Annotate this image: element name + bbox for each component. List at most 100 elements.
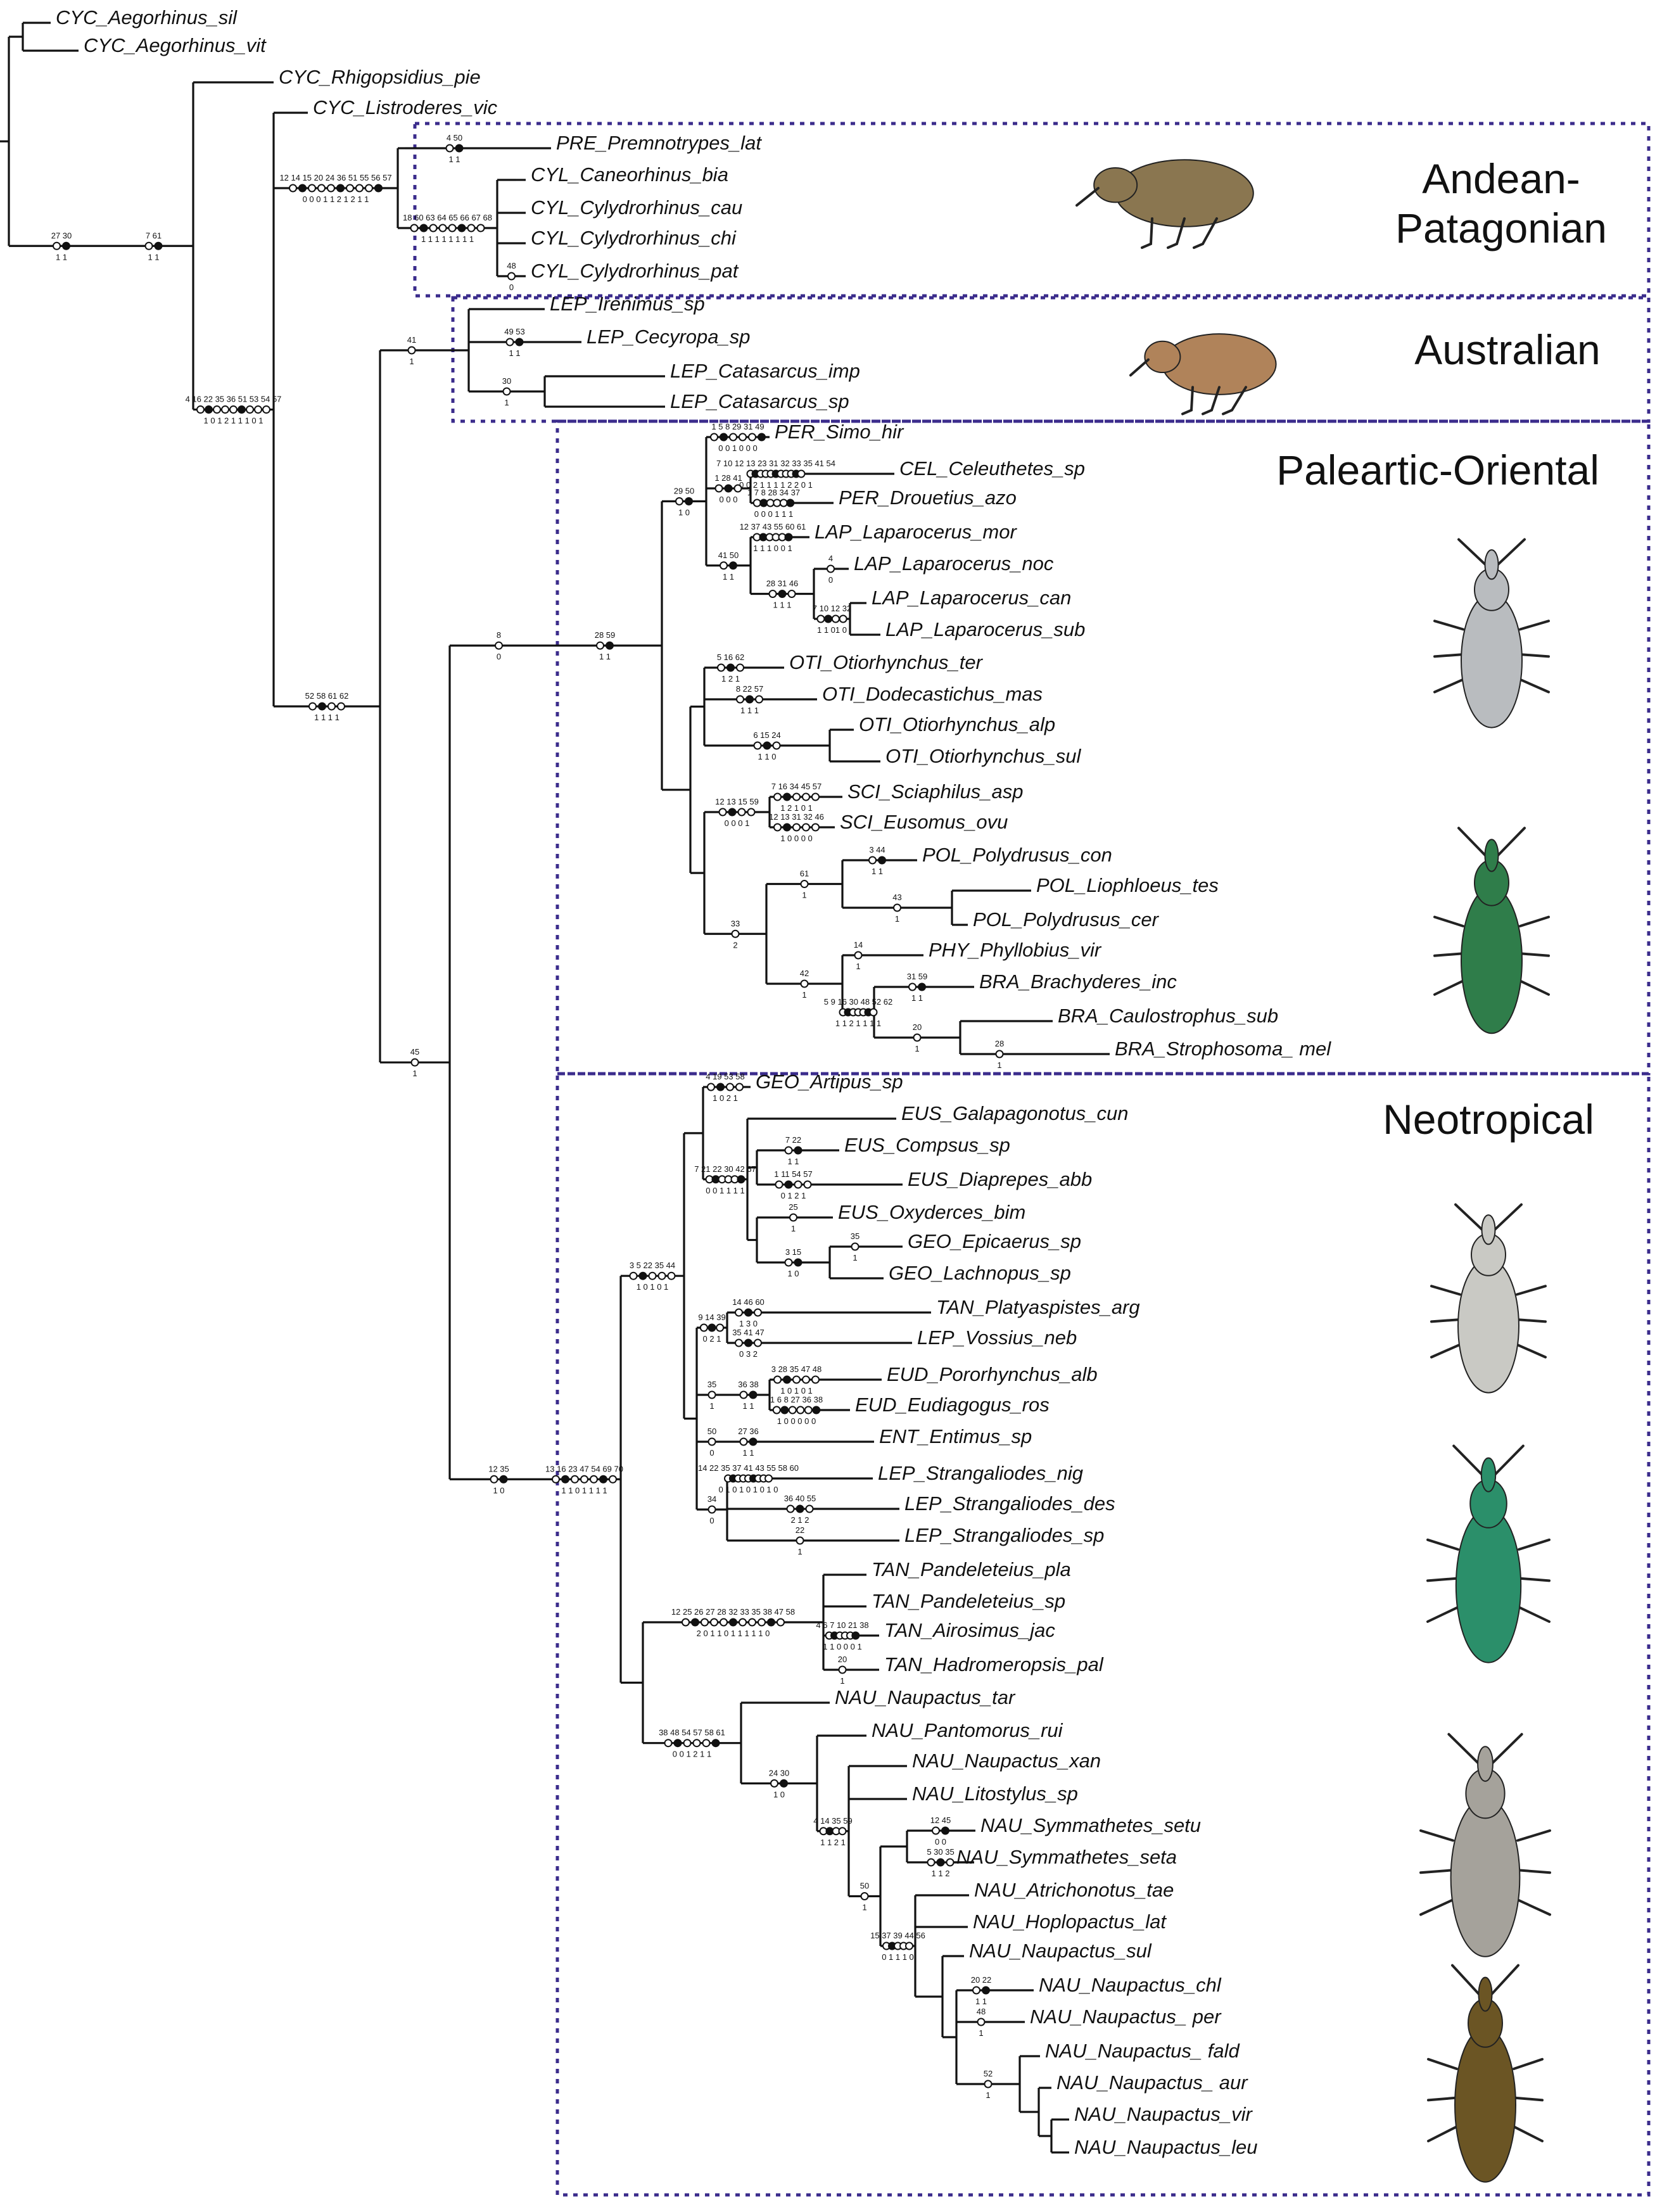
state-circle bbox=[590, 1475, 598, 1484]
synapomorphy-markers: 6 15 241 1 0 bbox=[753, 730, 780, 761]
synapomorphy-markers: 80 bbox=[495, 630, 503, 661]
synapomorphy-markers: 5 30 351 1 2 bbox=[927, 1847, 954, 1878]
state-circle bbox=[318, 702, 326, 711]
state-circle bbox=[796, 1406, 805, 1414]
character-states: 1 1 1 1 1 1 1 1 bbox=[421, 234, 474, 244]
synapomorphy-markers: 451 bbox=[410, 1047, 419, 1078]
character-states: 1 1 0 0 0 1 bbox=[823, 1642, 861, 1651]
character-states: 1 bbox=[979, 2028, 983, 2038]
state-circle bbox=[787, 590, 796, 598]
taxon-label: TAN_Platyaspistes_arg bbox=[936, 1296, 1140, 1318]
state-circle bbox=[609, 1475, 617, 1484]
state-circle bbox=[932, 1826, 940, 1835]
character-states: 1 0 bbox=[493, 1485, 504, 1495]
character-states: 0 bbox=[828, 575, 833, 585]
character-numbers: 36 40 55 bbox=[784, 1494, 816, 1503]
weevil-photo bbox=[1433, 827, 1550, 1034]
character-states: 1 bbox=[895, 914, 899, 924]
synapomorphy-markers: 221 bbox=[796, 1525, 804, 1556]
state-circle bbox=[780, 1779, 788, 1788]
character-numbers: 41 bbox=[407, 335, 416, 345]
state-circle bbox=[729, 1618, 737, 1627]
synapomorphy-markers: 14 22 35 37 41 43 55 58 600 1 0 1 0 1 0 … bbox=[698, 1463, 799, 1494]
state-circle bbox=[365, 184, 373, 193]
state-circle bbox=[552, 1475, 560, 1484]
state-circle bbox=[692, 1739, 701, 1748]
synapomorphy-markers: 18 60 63 64 65 66 67 681 1 1 1 1 1 1 1 bbox=[403, 213, 492, 244]
character-states: 1 0 0 0 0 bbox=[780, 834, 813, 843]
taxon-label: LAP_Laparocerus_sub bbox=[885, 618, 1085, 640]
synapomorphy-markers: 7 16 34 45 571 2 1 0 1 bbox=[771, 782, 822, 813]
character-states: 1 1 bbox=[448, 155, 460, 164]
character-numbers: 33 bbox=[731, 918, 740, 928]
state-circle bbox=[827, 564, 835, 573]
character-numbers: 4 50 bbox=[447, 133, 462, 143]
state-circle bbox=[768, 590, 777, 598]
state-circle bbox=[716, 1083, 725, 1091]
taxon-label: CYL_Caneorhinus_bia bbox=[531, 163, 728, 186]
state-circle bbox=[685, 497, 693, 505]
taxon-label: PHY_Phyllobius_vir bbox=[929, 939, 1102, 961]
taxon-label: POL_Liophloeus_tes bbox=[1036, 874, 1219, 896]
state-circle bbox=[796, 1536, 804, 1545]
state-circle bbox=[711, 1739, 720, 1748]
character-numbers: 4 14 35 59 bbox=[813, 1816, 852, 1826]
character-states: 1 bbox=[504, 398, 509, 407]
taxon-label: NAU_Hoplopactus_lat bbox=[973, 1910, 1167, 1933]
character-numbers: 38 48 54 57 58 61 bbox=[659, 1728, 725, 1738]
synapomorphy-markers: 49 531 1 bbox=[504, 327, 525, 358]
state-circle bbox=[457, 224, 466, 232]
state-circle bbox=[53, 241, 61, 250]
character-states: 0 1 1 1 0 bbox=[882, 1952, 914, 1962]
region-box bbox=[413, 122, 1651, 298]
character-states: 1 bbox=[997, 1060, 1001, 1070]
character-numbers: 15 37 39 44 56 bbox=[870, 1931, 925, 1940]
state-circle bbox=[800, 979, 809, 988]
synapomorphy-markers: 43 1 bbox=[892, 893, 901, 924]
character-numbers: 8 22 57 bbox=[736, 684, 763, 694]
state-circle bbox=[213, 405, 221, 414]
character-numbers: 3 5 22 35 44 bbox=[630, 1261, 675, 1270]
character-states: 1 1 2 1 1 1 1 bbox=[835, 1019, 881, 1028]
state-circle bbox=[673, 1739, 682, 1748]
state-circle bbox=[802, 1375, 810, 1384]
character-states: 1 1 bbox=[742, 1448, 754, 1458]
synapomorphy-markers: 40 bbox=[827, 554, 835, 585]
state-circle bbox=[448, 224, 457, 232]
character-numbers: 25 bbox=[789, 1202, 797, 1212]
state-circle bbox=[802, 823, 810, 832]
character-numbers: 3 44 bbox=[869, 845, 885, 855]
state-circle bbox=[739, 1437, 748, 1446]
state-circle bbox=[710, 433, 718, 442]
state-circle bbox=[682, 1618, 690, 1627]
state-circle bbox=[748, 1618, 756, 1627]
character-numbers: 12 35 bbox=[488, 1464, 509, 1473]
synapomorphy-markers: 20 221 1 bbox=[971, 1975, 992, 2006]
character-states: 0 0 2 1 1 1 1 2 2 0 1 bbox=[739, 480, 813, 490]
state-circle bbox=[735, 1308, 743, 1317]
taxon-label: GEO_Lachnopus_sp bbox=[889, 1262, 1071, 1284]
state-circle bbox=[702, 1739, 711, 1748]
state-circle bbox=[772, 741, 781, 750]
state-circle bbox=[838, 1665, 847, 1674]
synapomorphy-markers: 351 bbox=[851, 1231, 860, 1262]
character-states: 1 bbox=[412, 1069, 417, 1078]
character-states: 1 1 0 1 1 1 1 bbox=[561, 1485, 607, 1495]
character-numbers: 43 bbox=[892, 893, 901, 902]
state-circle bbox=[854, 951, 863, 960]
state-circle bbox=[893, 903, 901, 912]
synapomorphy-markers: 12 25 26 27 28 32 33 35 38 47 582 0 1 1 … bbox=[671, 1607, 795, 1638]
weevil-photo bbox=[1433, 538, 1550, 728]
taxon-label: LEP_Strangaliodes_nig bbox=[878, 1462, 1083, 1484]
character-states: 1 1 0 bbox=[758, 752, 777, 761]
character-numbers: 50 bbox=[860, 1881, 869, 1891]
state-circle bbox=[982, 1986, 990, 1995]
taxon-label: POL_Polydrusus_con bbox=[922, 844, 1112, 866]
character-numbers: 42 bbox=[800, 969, 809, 978]
character-states: 1 1 bbox=[56, 252, 67, 262]
synapomorphy-markers: 7 221 1 bbox=[784, 1135, 802, 1166]
synapomorphy-markers: 1 11 54 570 1 2 1 bbox=[774, 1169, 812, 1200]
synapomorphy-markers: 12 37 43 55 60 611 1 1 0 0 1 bbox=[740, 522, 806, 553]
state-circle bbox=[773, 823, 782, 832]
state-circle bbox=[718, 808, 727, 817]
